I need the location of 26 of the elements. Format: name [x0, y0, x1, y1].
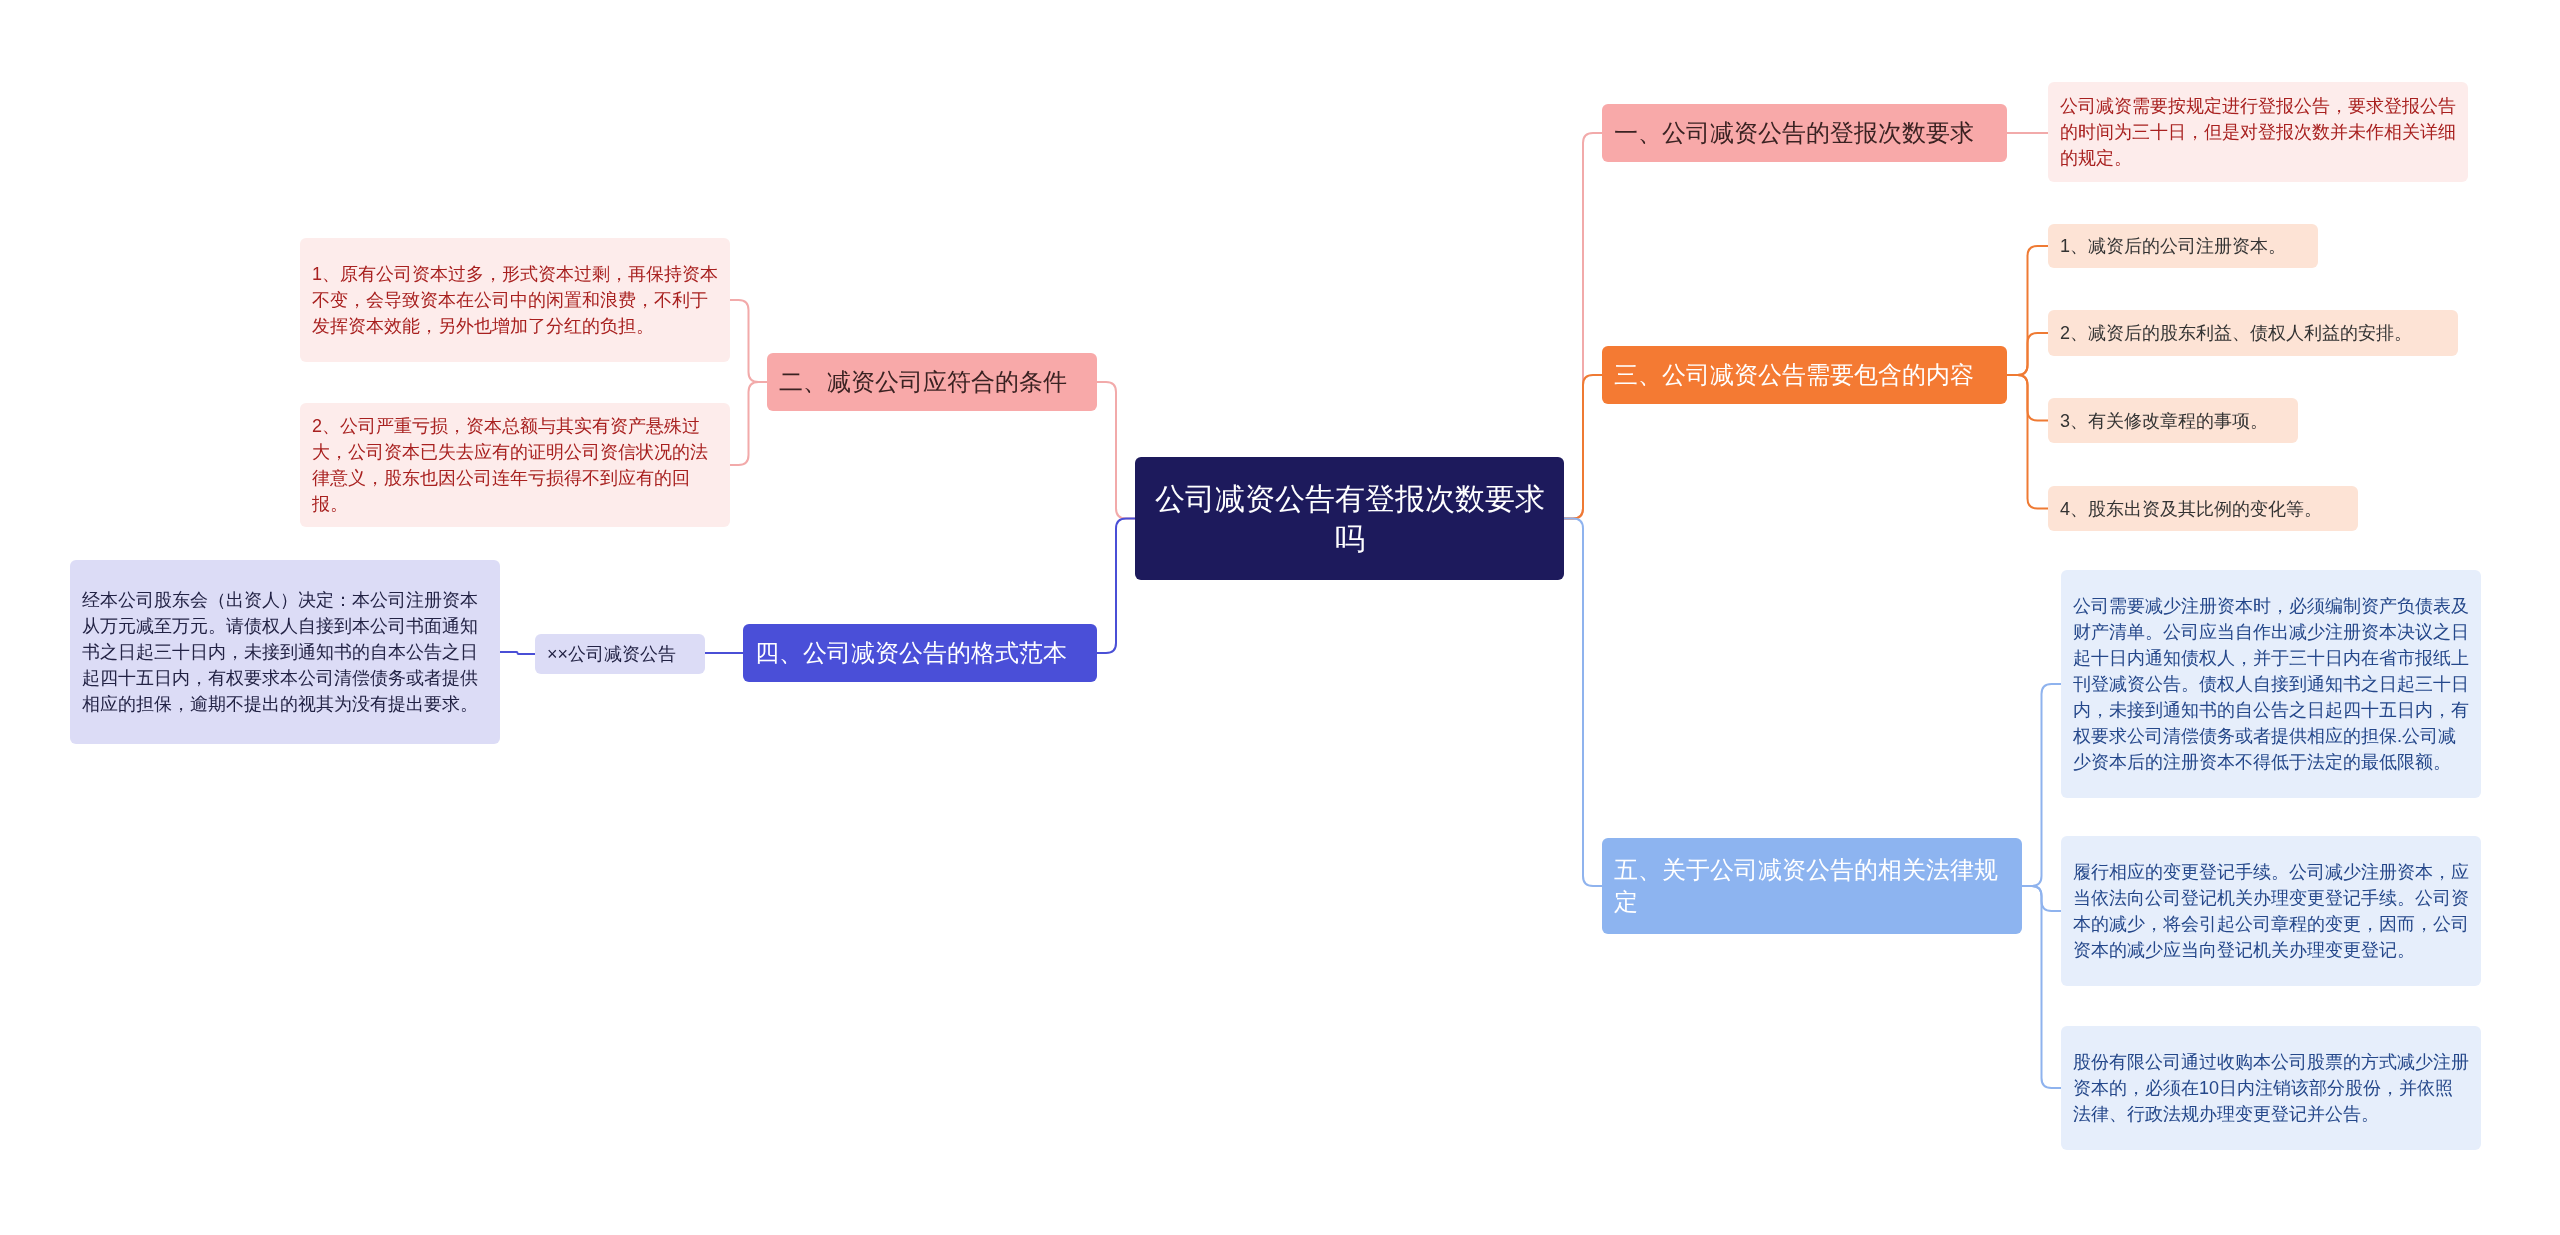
detail-note: 公司减资需要按规定进行登报公告，要求登报公告的时间为三十日，但是对登报次数并未作相关详细的规定。	[2048, 82, 2468, 182]
connector	[1563, 517, 1603, 887]
connector	[704, 652, 744, 654]
detail-note: 经本公司股东会（出资人）决定：本公司注册资本从万元减至万元。请债权人自接到本公司书面通知书之日起三十日内，未接到通知书的自本公告之日起四十五日内，有权要求本公司清偿债务或者提供相应的担保，逾期不提出的视其为没有提出要求。	[70, 560, 500, 744]
subtopic: ××公司减资公告	[535, 634, 705, 674]
connector	[1096, 517, 1136, 654]
list-item: 3、有关修改章程的事项。	[2048, 398, 2298, 443]
root-topic: 公司减资公告有登报次数要求吗	[1135, 457, 1564, 580]
connector	[2021, 885, 2062, 1089]
branch-topic: 五、关于公司减资公告的相关法律规定	[1602, 838, 2022, 934]
connector	[2006, 374, 2049, 510]
detail-note: 2、公司严重亏损，资本总额与其实有资产悬殊过大，公司资本已失去应有的证明公司资信状况的法律意义，股东也因公司连年亏损得不到应有的回报。	[300, 403, 730, 527]
connector	[729, 381, 768, 466]
connector	[2006, 132, 2049, 134]
list-item: 1、减资后的公司注册资本。	[2048, 224, 2318, 268]
detail-note: 股份有限公司通过收购本公司股票的方式减少注册资本的，必须在10日内注销该部分股份，并依照法律、行政法规办理变更登记并公告。	[2061, 1026, 2481, 1150]
branch-topic: 二、减资公司应符合的条件	[767, 353, 1097, 411]
list-item: 2、减资后的股东利益、债权人利益的安排。	[2048, 310, 2458, 356]
detail-note: 1、原有公司资本过多，形式资本过剩，再保持资本不变，会导致资本在公司中的闲置和浪费，不利于发挥资本效能，另外也增加了分红的负担。	[300, 238, 730, 362]
detail-note: 履行相应的变更登记手续。公司减少注册资本，应当依法向公司登记机关办理变更登记手续。公司资本的减少，将会引起公司章程的变更，因而，公司资本的减少应当向登记机关办理变更登记。	[2061, 836, 2481, 986]
branch-topic: 四、公司减资公告的格式范本	[743, 624, 1097, 682]
detail-note: 公司需要减少注册资本时，必须编制资产负债表及财产清单。公司应当自作出减少注册资本决议之日起十日内通知债权人，并于三十日内在省市报纸上刊登减资公告。债权人自接到通知书之日起三十日内，未接到通知书的自公告之日起四十五日内，有权要求公司清偿债务或者提供相应的担保.公司减少资本后的注册资本不得低于法定的最低限额。	[2061, 570, 2481, 798]
connector	[499, 651, 536, 655]
branch-topic: 一、公司减资公告的登报次数要求	[1602, 104, 2007, 162]
list-item: 4、股东出资及其比例的变化等。	[2048, 486, 2358, 531]
branch-topic: 三、公司减资公告需要包含的内容	[1602, 346, 2007, 404]
